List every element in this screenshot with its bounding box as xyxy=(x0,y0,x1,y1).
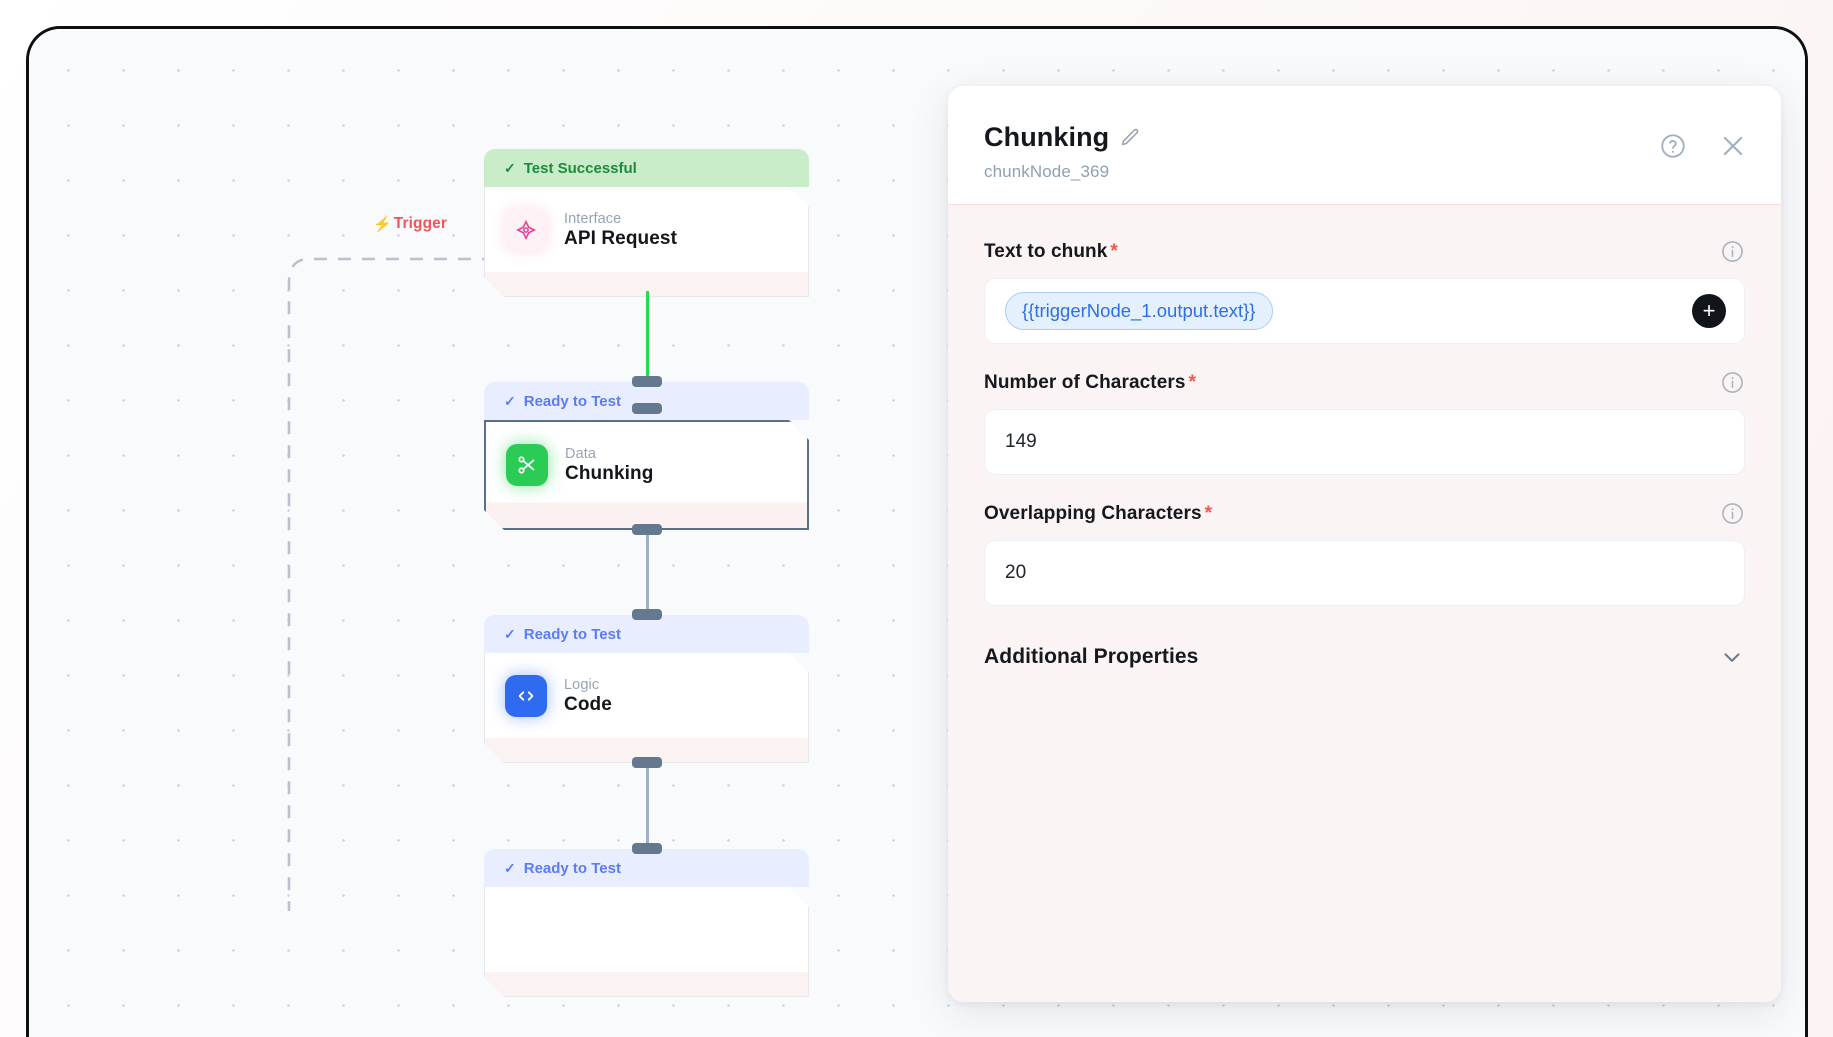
plus-icon[interactable]: + xyxy=(1692,294,1726,328)
field-label: Number of Characters* xyxy=(984,372,1196,394)
field-label-text: Number of Characters xyxy=(984,371,1186,393)
node-status-text: Ready to Test xyxy=(523,625,621,643)
overlapping-characters-input[interactable]: 20 xyxy=(984,540,1745,606)
node-status-banner: ✓ Ready to Test xyxy=(484,615,809,653)
node-properties-panel: Chunking chunkNode_369 xyxy=(948,86,1781,1002)
panel-body: Text to chunk* {{trigger xyxy=(948,205,1781,1002)
node-id-label: chunkNode_369 xyxy=(984,162,1110,181)
connector-api-to-chunking xyxy=(646,291,649,379)
scissors-icon xyxy=(506,444,548,486)
node-status-text: Test Successful xyxy=(523,159,637,177)
info-icon[interactable] xyxy=(1720,370,1745,395)
node-input-port[interactable] xyxy=(631,843,662,854)
node-input-port[interactable] xyxy=(631,609,662,620)
api-starburst-icon xyxy=(505,209,547,251)
field-text-to-chunk: Text to chunk* {{trigger xyxy=(984,239,1745,344)
node-title: API Request xyxy=(564,227,678,249)
trigger-label: ⚡ Trigger xyxy=(373,215,447,233)
field-number-of-characters: Number of Characters* 14 xyxy=(984,370,1745,475)
workflow-canvas[interactable]: ⚡ Trigger ✓ Test Successful xyxy=(29,29,1805,1037)
node-card[interactable] xyxy=(484,887,809,997)
node-status-text: Ready to Test xyxy=(523,392,621,410)
node-card[interactable]: Logic Code xyxy=(484,653,809,763)
connector-code-to-next xyxy=(646,757,649,845)
field-overlapping-characters: Overlapping Characters* xyxy=(984,501,1745,606)
field-label-text: Overlapping Characters xyxy=(984,502,1202,524)
node-title: Code xyxy=(564,693,612,715)
check-icon: ✓ xyxy=(504,392,516,409)
input-value: 20 xyxy=(1005,562,1027,583)
node-title: Chunking xyxy=(565,462,654,484)
node-output-port[interactable] xyxy=(631,403,662,414)
trigger-connector xyxy=(287,257,567,911)
field-label-text: Text to chunk xyxy=(984,240,1108,262)
node-input-port[interactable] xyxy=(631,376,662,387)
panel-header: Chunking chunkNode_369 xyxy=(948,86,1781,205)
field-label: Overlapping Characters* xyxy=(984,503,1212,525)
node-category: Data xyxy=(565,445,597,462)
input-value: 149 xyxy=(1005,431,1037,452)
node-card[interactable]: Data Chunking xyxy=(484,420,809,530)
node-status-banner: ✓ Test Successful xyxy=(484,149,809,187)
node-next-partial[interactable]: ✓ Ready to Test xyxy=(484,843,809,997)
required-marker: * xyxy=(1110,240,1118,262)
check-icon: ✓ xyxy=(504,859,516,876)
close-icon[interactable] xyxy=(1719,132,1747,160)
page-title: Chunking xyxy=(984,122,1110,152)
pencil-icon[interactable] xyxy=(1120,127,1141,148)
node-chunking[interactable]: ✓ Ready to Test xyxy=(484,376,809,535)
text-to-chunk-input[interactable]: {{triggerNode_1.output.text}} + xyxy=(984,278,1745,344)
lightning-bolt-icon: ⚡ xyxy=(373,215,392,233)
workflow-viewport: ⚡ Trigger ✓ Test Successful xyxy=(26,26,1808,1037)
code-brackets-icon xyxy=(505,675,547,717)
node-status-text: Ready to Test xyxy=(523,859,621,877)
additional-properties-label: Additional Properties xyxy=(984,645,1199,668)
variable-token[interactable]: {{triggerNode_1.output.text}} xyxy=(1005,292,1273,330)
check-icon: ✓ xyxy=(504,159,516,176)
number-of-characters-input[interactable]: 149 xyxy=(984,409,1745,475)
node-output-port[interactable] xyxy=(631,757,662,768)
node-category: Logic xyxy=(564,676,600,693)
node-output-port[interactable] xyxy=(631,524,662,535)
info-icon[interactable] xyxy=(1720,239,1745,264)
field-label: Text to chunk* xyxy=(984,241,1118,263)
additional-properties-toggle[interactable]: Additional Properties xyxy=(984,644,1745,670)
check-icon: ✓ xyxy=(504,625,516,642)
node-api-request[interactable]: ✓ Test Successful Interface AP xyxy=(484,149,809,414)
node-status-banner: ✓ Ready to Test xyxy=(484,849,809,887)
required-marker: * xyxy=(1204,502,1213,524)
trigger-label-text: Trigger xyxy=(393,215,448,232)
node-card[interactable]: Interface API Request xyxy=(484,187,809,297)
required-marker: * xyxy=(1188,371,1197,393)
node-status-banner: ✓ Ready to Test xyxy=(484,382,809,420)
info-icon[interactable] xyxy=(1720,501,1745,526)
chevron-down-icon[interactable] xyxy=(1719,644,1745,670)
help-circle-icon[interactable] xyxy=(1659,132,1687,160)
node-category: Interface xyxy=(564,210,622,227)
node-code[interactable]: ✓ Ready to Test Logic Code xyxy=(484,609,809,768)
connector-chunking-to-code xyxy=(646,524,649,612)
